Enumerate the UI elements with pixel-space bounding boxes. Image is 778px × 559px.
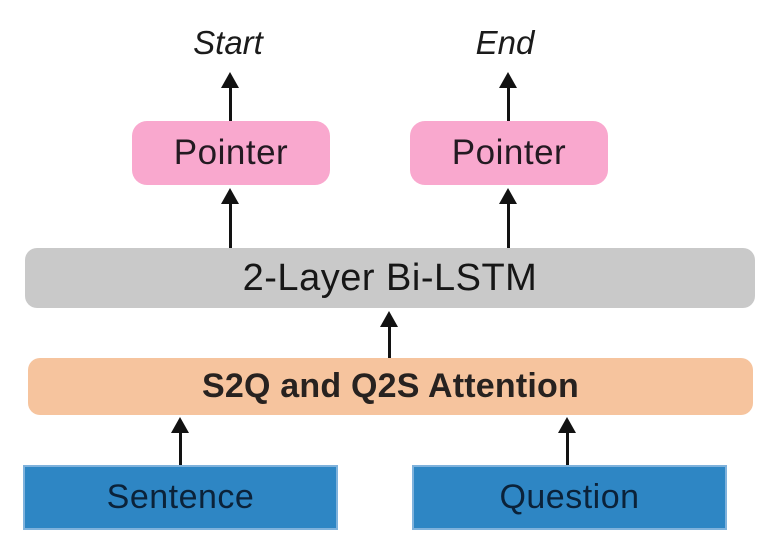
arrowhead-up-icon xyxy=(499,72,517,88)
arrowhead-up-icon xyxy=(558,417,576,433)
arrowhead-up-icon xyxy=(221,188,239,204)
attention-node: S2Q and Q2S Attention xyxy=(28,358,753,415)
arrowhead-up-icon xyxy=(499,188,517,204)
start-output-label: Start xyxy=(193,24,263,61)
arrowhead-up-icon xyxy=(221,72,239,88)
arrow-shaft xyxy=(387,327,391,358)
bilstm-node: 2-Layer Bi-LSTM xyxy=(25,248,755,308)
attention-label: S2Q and Q2S Attention xyxy=(202,367,579,405)
pointer-left-label: Pointer xyxy=(173,133,289,172)
arrow-shaft xyxy=(178,433,182,465)
arrowhead-up-icon xyxy=(171,417,189,433)
question-input-node: Question xyxy=(412,465,727,530)
arrow-bilstm-to-pointer-right xyxy=(499,188,517,248)
arrow-bilstm-to-pointer-left xyxy=(221,188,239,248)
arrow-shaft xyxy=(228,88,232,121)
arrow-shaft xyxy=(506,88,510,121)
arrow-shaft xyxy=(228,204,232,248)
arrow-attention-to-bilstm xyxy=(380,311,398,358)
pointer-right-label: Pointer xyxy=(451,133,567,172)
arrow-shaft xyxy=(565,433,569,465)
arrow-question-to-attention xyxy=(558,417,576,465)
bilstm-label: 2-Layer Bi-LSTM xyxy=(242,256,538,299)
question-label: Question xyxy=(499,478,640,516)
sentence-input-node: Sentence xyxy=(23,465,338,530)
pointer-left-node: Pointer xyxy=(132,121,330,185)
end-output-label: End xyxy=(475,24,535,61)
pointer-right-node: Pointer xyxy=(410,121,608,185)
arrow-pointer-left-to-start xyxy=(221,72,239,121)
arrow-shaft xyxy=(506,204,510,248)
arrowhead-up-icon xyxy=(380,311,398,327)
arrow-pointer-right-to-end xyxy=(499,72,517,121)
sentence-label: Sentence xyxy=(106,478,255,516)
arrow-sentence-to-attention xyxy=(171,417,189,465)
